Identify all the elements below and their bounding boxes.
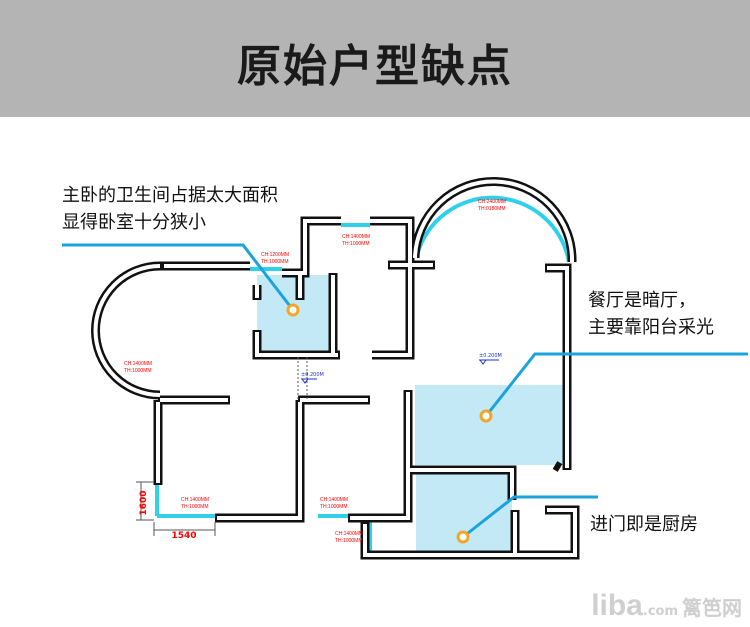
watermark: liba.com 篱笆网 [591, 589, 742, 623]
leader-kitchen [462, 495, 598, 539]
label-leftarc-ch: CH:1400MM [124, 361, 152, 367]
dim-horizontal: 1540 [171, 531, 196, 541]
label-arc-ch: CH:2400MM [478, 199, 506, 205]
watermark-domain: .com [642, 604, 678, 619]
label-bath-th: TH:1000MM [261, 259, 289, 265]
marker-kitchen [456, 530, 470, 544]
page-title: 原始户型缺点 [237, 41, 513, 92]
note-bathroom-line1: 主卧的卫生间占据太大面积 [62, 185, 278, 206]
marker-bathroom [286, 303, 300, 317]
label-bm-ch: CH:1400MM [320, 497, 348, 503]
header-band: 原始户型缺点 [0, 0, 750, 117]
leader-dining [484, 352, 748, 417]
label-bl-ch: CH:1400MM [181, 497, 209, 503]
label-top-ch: CH:1400MM [342, 234, 370, 240]
note-kitchen: 进门即是厨房 [590, 511, 698, 538]
label-entry-ch: CH:1400MM [335, 531, 363, 537]
note-dining-line1: 餐厅是暗厅， [588, 290, 696, 311]
walls [91, 177, 580, 560]
label-arc-th: TH:0180MM [478, 206, 506, 212]
watermark-brand: liba [591, 589, 643, 622]
note-bathroom-line2: 显得卧室十分狭小 [62, 212, 206, 233]
marker-dining [479, 409, 493, 423]
note-bathroom: 主卧的卫生间占据太大面积 显得卧室十分狭小 [62, 182, 278, 236]
leader-bathroom [62, 243, 295, 311]
level-right: ±0.200M [479, 353, 502, 359]
note-dining-line2: 主要靠阳台采光 [588, 317, 714, 338]
note-dining: 餐厅是暗厅， 主要靠阳台采光 [588, 287, 714, 341]
note-kitchen-line1: 进门即是厨房 [590, 514, 698, 535]
dim-vertical: 1600 [139, 490, 149, 515]
label-bl-th: TH:1000MM [181, 504, 209, 510]
level-left: ±0.200M [301, 372, 324, 378]
label-bm-th: TH:1000MM [320, 504, 348, 510]
label-leftarc-th: TH:1000MM [124, 368, 152, 374]
label-entry-th: TH:1000MM [335, 538, 363, 544]
watermark-cn: 篱笆网 [682, 596, 742, 620]
label-bath-ch: CH:1200MM [261, 252, 289, 258]
dining-highlight [415, 385, 567, 465]
label-top-th: TH:1000MM [342, 241, 370, 247]
